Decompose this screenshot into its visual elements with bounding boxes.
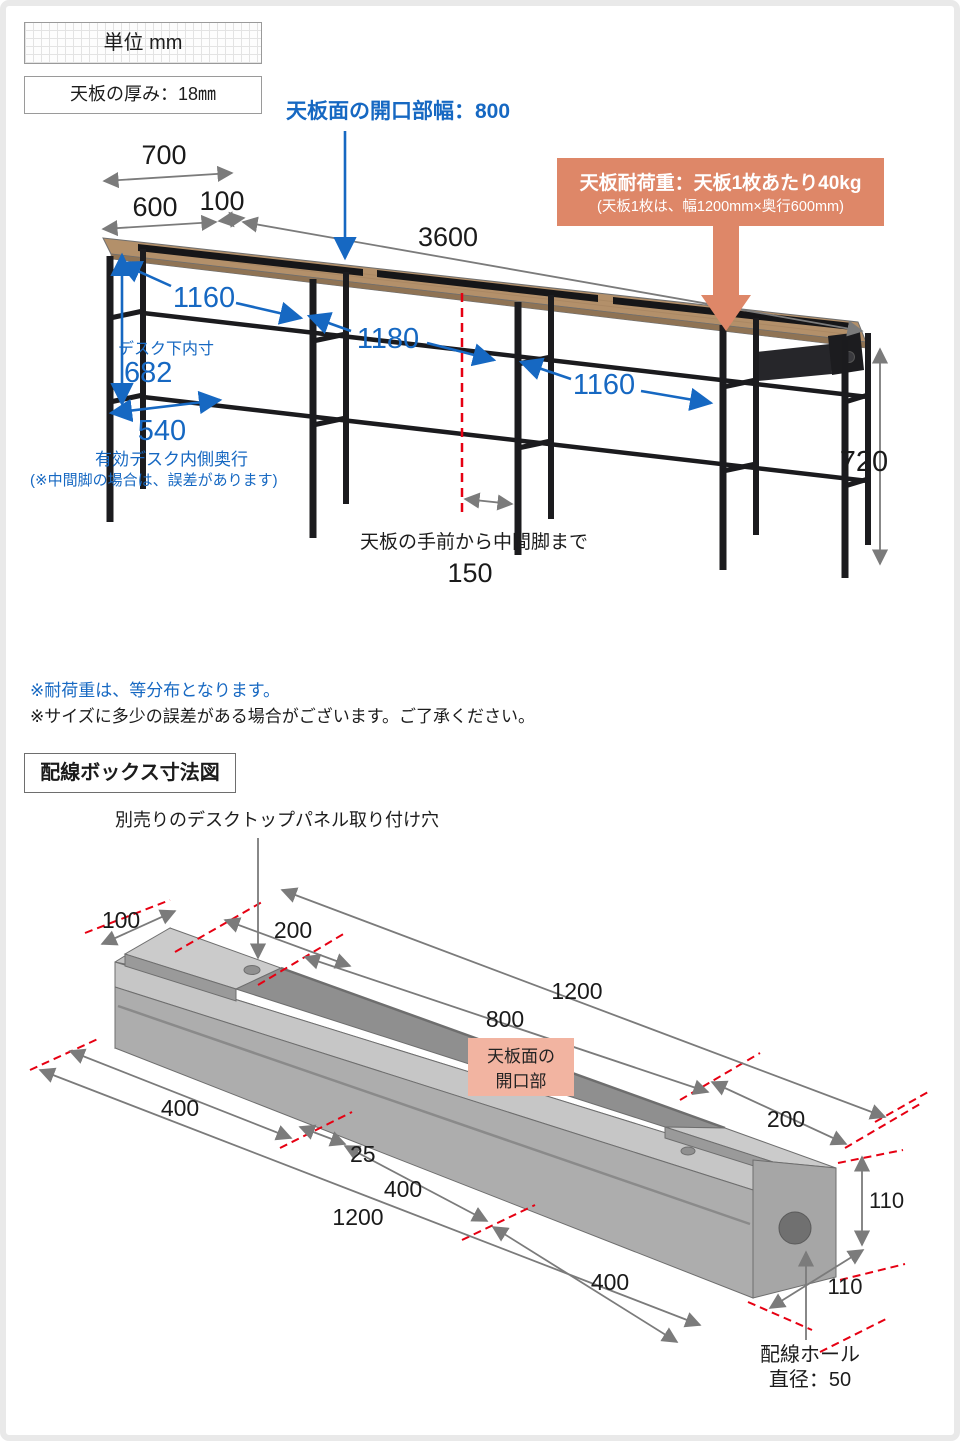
- load-capacity-callout: 天板耐荷重：天板1枚あたり40kg (天板1枚は、幅1200mm×奥行600mm…: [557, 158, 884, 226]
- opening-area-line2: 開口部: [495, 1072, 547, 1091]
- dim-1180-label: 1180: [356, 323, 420, 355]
- dim-150-label: 150: [447, 558, 493, 588]
- dim-box-400c-label: 400: [590, 1269, 630, 1295]
- dim-box-110w-label: 110: [827, 1274, 863, 1299]
- dim-box-800-label: 800: [485, 1006, 525, 1032]
- desk-dimension-lines-blue: [108, 131, 714, 423]
- note-size-tolerance: ※サイズに多少の誤差がある場合がございます。ご了承ください。: [30, 707, 536, 726]
- dim-600-label: 600: [132, 192, 178, 222]
- opening-area-label-box: 天板面の 開口部: [468, 1038, 574, 1096]
- effective-depth-note: (※中間脚の場合は、誤差があります): [30, 472, 278, 489]
- dim-3600-label: 3600: [417, 222, 479, 252]
- dim-box-200a-label: 200: [273, 917, 313, 943]
- dim-box-110h-label: 110: [869, 1188, 905, 1213]
- dim-1160b-label: 1160: [572, 369, 636, 401]
- panel-mount-hole-left: [243, 965, 261, 975]
- wiring-hole-label-line2: 直径：50: [768, 1369, 852, 1391]
- wiring-box-dimension-lines: [38, 838, 887, 1343]
- dim-box-400a-label: 400: [160, 1095, 200, 1121]
- dim-700-label: 700: [141, 140, 187, 170]
- note-load-distribution: ※耐荷重は、等分布となります。: [30, 681, 281, 700]
- center-leg-label: 天板の手前から中間脚まで: [359, 532, 589, 553]
- dim-682-label: 682: [124, 357, 173, 389]
- wiring-box-section-title: 配線ボックス寸法図: [24, 753, 236, 793]
- dim-720-label: 720: [839, 446, 889, 478]
- dim-box-25-label: 25: [350, 1141, 376, 1167]
- dim-1160a-label: 1160: [172, 282, 236, 314]
- panel-mount-hole-right: [680, 1146, 696, 1156]
- effective-depth-label: 有効デスク内側奥行: [95, 450, 248, 469]
- opening-area-line1: 天板面の: [487, 1047, 555, 1066]
- desk-cable-slot: [138, 244, 852, 330]
- unit-label: 単位 mm: [103, 31, 183, 54]
- dim-box-1200a-label: 1200: [551, 978, 603, 1004]
- desk-long-rails: [142, 310, 869, 484]
- wiring-box-illustration: [114, 927, 837, 1299]
- dim-box-400b-label: 400: [383, 1176, 423, 1202]
- dim-box-200b-label: 200: [766, 1106, 806, 1132]
- load-capacity-line1: 天板耐荷重：天板1枚あたり40kg: [579, 173, 862, 194]
- opening-width-title: 天板面の開口部幅：800: [286, 100, 511, 123]
- dim-100-label: 100: [199, 186, 245, 216]
- wiring-box-title-text: 配線ボックス寸法図: [40, 761, 220, 784]
- load-capacity-line2: (天板1枚は、幅1200mm×奥行600mm): [597, 199, 844, 215]
- dim-540-label: 540: [137, 415, 187, 447]
- load-arrow: [701, 226, 751, 331]
- thickness-label: 天板の厚み：18㎜: [69, 84, 217, 105]
- dim-box-100-label: 100: [101, 907, 141, 933]
- unit-label-box: 単位 mm: [24, 22, 262, 64]
- desk-under-label: デスク下内寸: [118, 341, 215, 358]
- dim-box-1200b-label: 1200: [332, 1204, 384, 1230]
- thickness-label-box: 天板の厚み：18㎜: [24, 76, 262, 114]
- wiring-hole-circle: [778, 1211, 812, 1245]
- panel-hole-label: 別売りのデスクトップパネル取り付け穴: [115, 810, 439, 830]
- wiring-hole-label-line1: 配線ホール: [760, 1344, 860, 1366]
